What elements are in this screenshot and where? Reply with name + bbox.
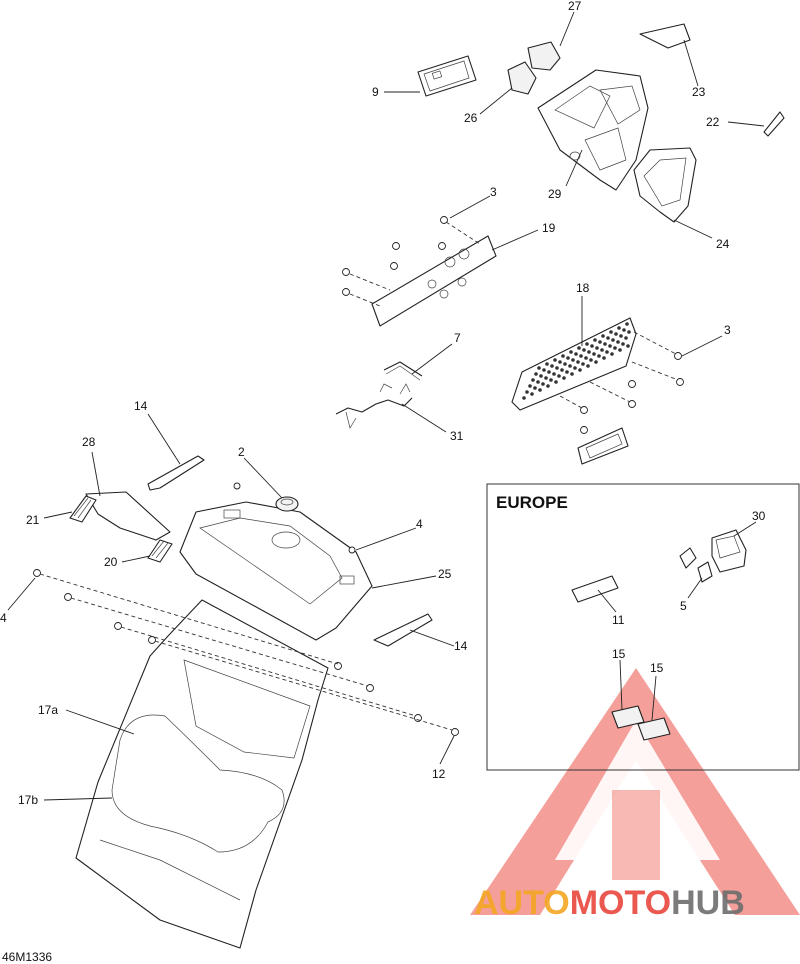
callout-24: 24: [716, 237, 730, 251]
watermark-brand: AUTOMOTOHUB: [474, 884, 745, 922]
callout-14-lower: 14: [454, 639, 468, 653]
part-21-vent: [69, 495, 97, 523]
part-7-rod: [383, 361, 423, 381]
callout-26: 26: [464, 111, 478, 125]
part-29-console: [537, 69, 649, 191]
part-19-plate: [371, 235, 497, 327]
part-2-cap: [275, 496, 299, 512]
part-15-reflectors: [611, 705, 671, 741]
callout-4-left: 4: [0, 611, 7, 625]
part-24-cover: [633, 147, 697, 223]
watermark-logo: [470, 668, 800, 915]
callout-3-upper: 3: [490, 185, 497, 199]
part-17b-foam: [111, 714, 285, 853]
part-18-gasket: [577, 427, 629, 465]
callout-12: 12: [432, 767, 446, 781]
watermark-brand-moto: MOTO: [570, 884, 671, 922]
bolts-18: [559, 331, 684, 434]
part-28-strip: [85, 491, 171, 541]
europe-inset-title: EUROPE: [496, 493, 568, 512]
callout-28: 28: [82, 435, 96, 449]
callout-30: 30: [752, 509, 766, 523]
callout-15-right: 15: [650, 661, 664, 675]
part-14-trim-upper: [147, 455, 205, 491]
part-5-clip: [679, 547, 713, 583]
callout-18: 18: [576, 281, 590, 295]
callout-11: 11: [612, 613, 625, 627]
callout-3-right: 3: [724, 323, 731, 337]
callout-23: 23: [692, 85, 706, 99]
callout-5: 5: [680, 599, 687, 613]
figure-id: 46M1336: [2, 950, 52, 964]
part-31-bracket: [335, 383, 413, 429]
part-25-tank: [179, 501, 373, 641]
watermark-brand-auto: AUTO: [474, 884, 570, 922]
part-14-trim-lower: [373, 613, 433, 647]
callout-9: 9: [372, 85, 379, 99]
part-27-cap: [527, 41, 561, 71]
leader-lines: [7, 11, 765, 801]
part-26-cap: [507, 61, 537, 95]
callout-31: 31: [450, 429, 464, 443]
callout-25: 25: [438, 567, 452, 581]
callout-20: 20: [104, 555, 118, 569]
callout-labels: 27 9 23 26 22 29 24 3 19 18 3 7 31 14 28…: [0, 0, 766, 807]
callout-14-upper: 14: [134, 399, 148, 413]
callout-17a: 17a: [38, 703, 58, 717]
part-23-bracket: [639, 23, 691, 49]
part-17a-panel: [75, 599, 329, 949]
callout-22: 22: [706, 115, 720, 129]
bolts-19: [342, 216, 481, 307]
part-18-plate: [511, 317, 637, 411]
callout-19: 19: [542, 221, 556, 235]
europe-inset: EUROPE: [486, 483, 800, 771]
callout-17b: 17b: [18, 793, 38, 807]
bolts-tank: [233, 482, 356, 554]
part-20-vent: [147, 539, 173, 563]
callout-27: 27: [568, 0, 582, 13]
callout-7: 7: [454, 331, 461, 345]
callout-4-right: 4: [416, 517, 423, 531]
part-11-reflector: [571, 575, 619, 603]
bolts-17: [33, 569, 459, 736]
callout-29: 29: [548, 187, 562, 201]
part-22-clip: [763, 111, 785, 137]
callout-2: 2: [238, 445, 245, 459]
part-18-perforations: [522, 322, 631, 400]
callout-21: 21: [26, 513, 40, 527]
part-30-reflector-housing: [711, 529, 747, 573]
part-9-plate: [417, 55, 477, 97]
callout-15-left: 15: [612, 647, 626, 661]
watermark-brand-hub: HUB: [671, 884, 745, 922]
